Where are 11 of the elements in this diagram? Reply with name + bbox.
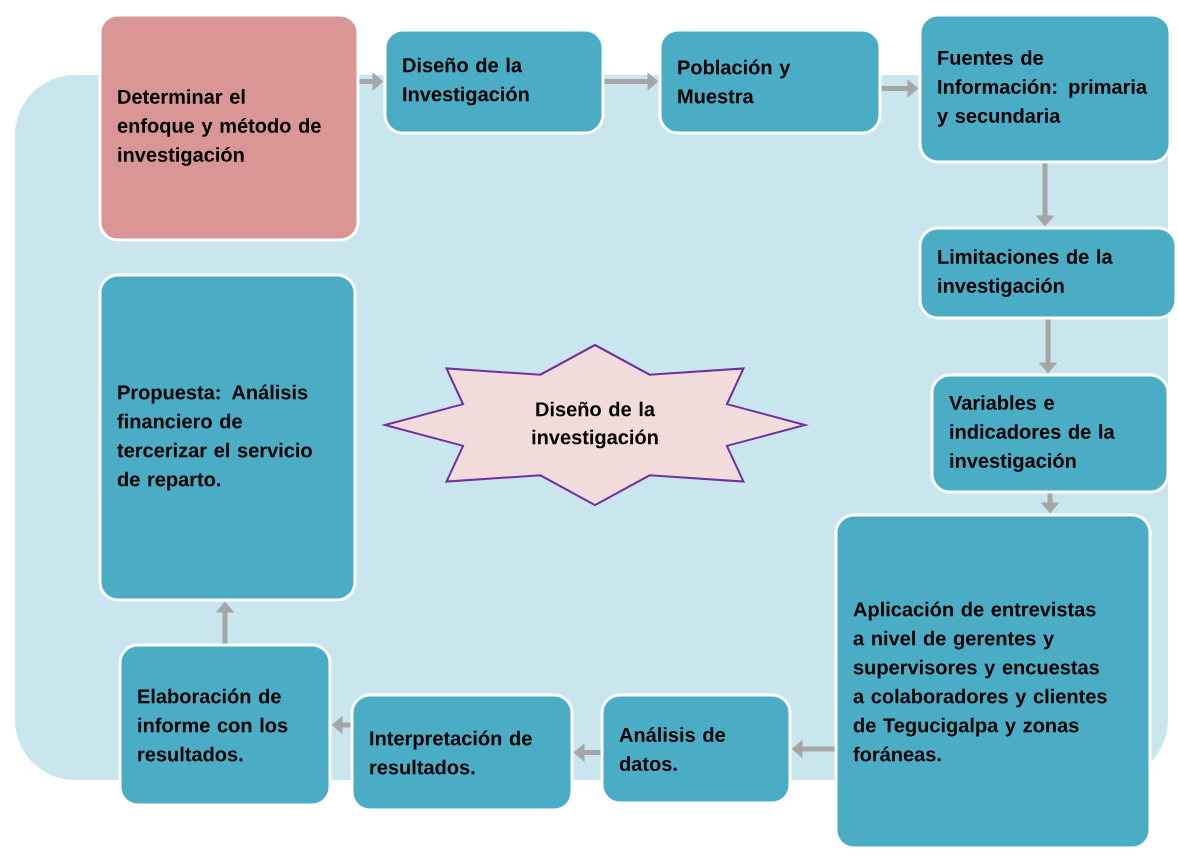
process-box: Diseño de la Investigación xyxy=(383,28,605,135)
process-box: Elaboración de informe con los resultados. xyxy=(118,643,332,807)
process-box: Variables e indicadores de la investigación xyxy=(930,373,1170,494)
process-box: Determinar el enfoque y método de investigación xyxy=(98,13,360,242)
process-box: Interpretación de resultados. xyxy=(350,693,574,812)
process-box: Propuesta: Análisis financiero de tercerizar el servicio de reparto. xyxy=(98,273,357,602)
process-box: Aplicación de entrevistas a nivel de gerentes y supervisores y encuestas a colaboradores y clientes de Tegucigalpa y zonas foráneas. xyxy=(834,513,1152,850)
process-box: Fuentes de Información: primaria y secundaria xyxy=(918,13,1172,164)
process-box: Análisis de datos. xyxy=(600,693,792,805)
process-box: Población y Muestra xyxy=(658,28,882,135)
process-box: Limitaciones de la investigación xyxy=(918,226,1178,320)
